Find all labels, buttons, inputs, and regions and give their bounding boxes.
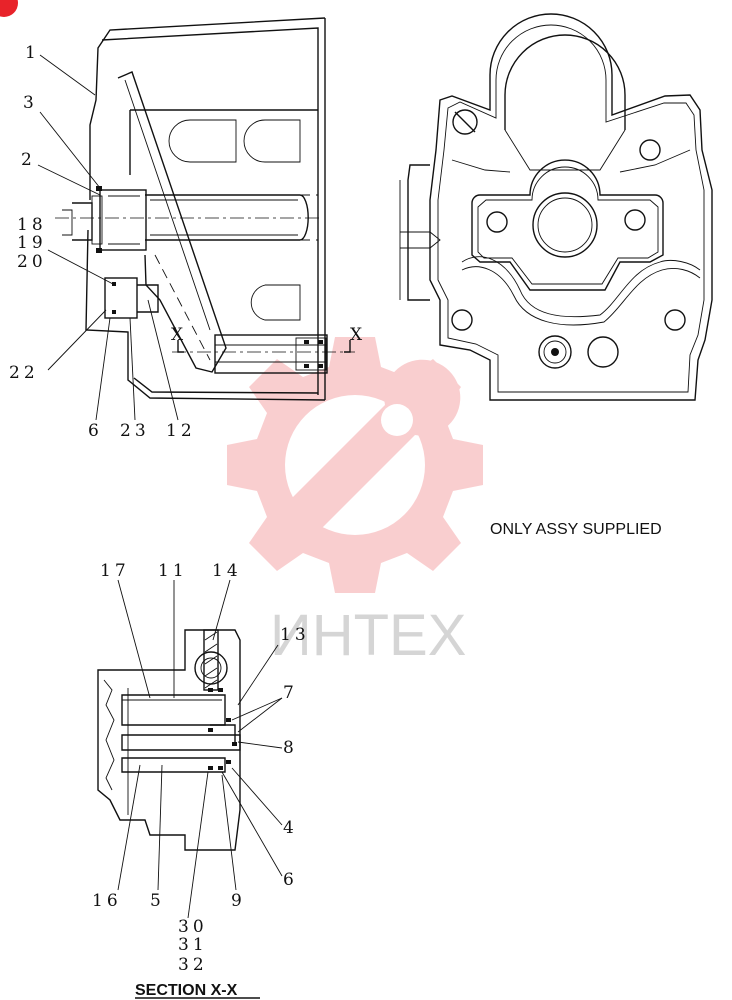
front-view: [399, 13, 713, 401]
callout-2: 2: [21, 150, 36, 170]
side-view-callouts: 1 3 2 18 19 20 22 6 23 12: [9, 43, 196, 441]
callout-23: 23: [120, 421, 150, 441]
callout-19: 19: [17, 233, 47, 253]
watermark-text: ИНТЕХ: [270, 603, 466, 668]
callout-6-section: 6: [283, 870, 298, 890]
callout-1: 1: [25, 43, 40, 63]
callout-5: 5: [150, 891, 165, 911]
callout-30: 30: [178, 917, 208, 937]
callout-31: 31: [178, 935, 208, 955]
callout-32: 32: [178, 955, 208, 975]
callout-12: 12: [166, 421, 196, 441]
callout-14: 14: [212, 561, 242, 581]
side-section-view: X X: [55, 17, 366, 401]
section-mark-right: X: [350, 325, 366, 345]
callout-7: 7: [283, 683, 298, 703]
callout-3: 3: [23, 93, 38, 113]
callout-22: 22: [9, 363, 39, 383]
note-only-assy-supplied: ONLY ASSY SUPPLIED: [490, 521, 662, 538]
callout-8: 8: [283, 738, 298, 758]
callout-11: 11: [158, 561, 188, 581]
section-callouts: 17 11 14 13 7 8 4 6 16 5 9 30 31 32: [92, 561, 310, 975]
watermark-logo: [227, 337, 483, 593]
callout-6-top: 6: [88, 421, 103, 441]
section-title: SECTION X-X: [135, 982, 238, 999]
callout-17: 17: [100, 561, 130, 581]
section-mark-left: X: [171, 325, 187, 345]
callout-18: 18: [17, 215, 47, 235]
callout-13: 13: [280, 625, 310, 645]
callout-16: 16: [92, 891, 122, 911]
callout-9: 9: [231, 891, 246, 911]
callout-4: 4: [283, 818, 298, 838]
corner-badge: [0, 0, 18, 17]
callout-20: 20: [17, 252, 47, 272]
gear-icon: [227, 337, 483, 593]
wrench-icon: [285, 359, 461, 535]
section-x-x-view: [97, 629, 241, 851]
